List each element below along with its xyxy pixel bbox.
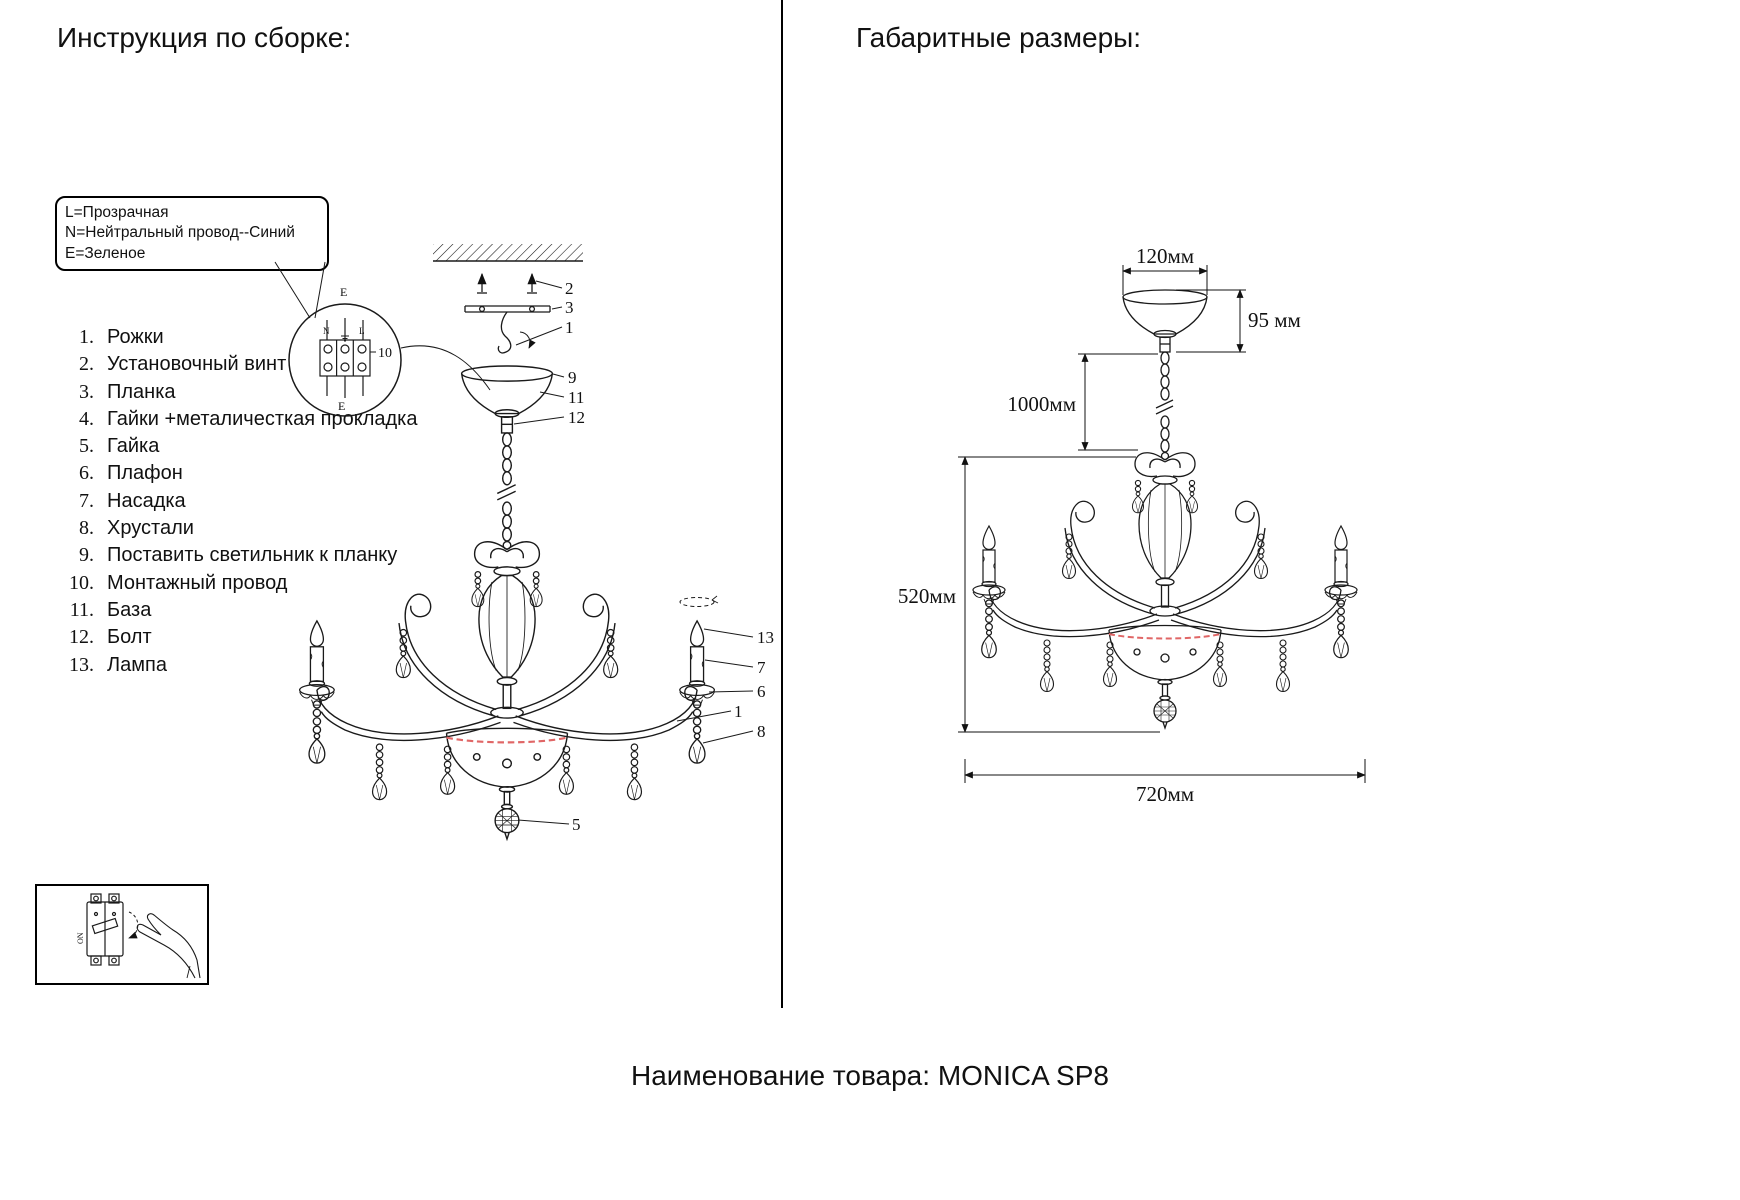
mounting-screws	[477, 272, 537, 294]
part-label: Болт	[107, 626, 152, 649]
product-name-label: Наименование товара: MONICA SP8	[631, 1060, 1109, 1091]
callout-bracket: 3	[565, 298, 574, 317]
list-item: 11. База	[58, 599, 418, 626]
part-number: 5.	[79, 435, 94, 458]
callout-shade: 6	[757, 682, 766, 701]
wire-label-live: L	[359, 326, 365, 336]
part-label: Установочный винт	[107, 353, 287, 376]
list-item: 9. Поставить светильник к планку	[58, 544, 418, 571]
part-number: 6.	[79, 462, 94, 485]
chandelier-drawing	[973, 290, 1357, 728]
hand-icon	[136, 913, 201, 979]
list-item: 12. Болт	[58, 626, 418, 653]
callout-screws: 2	[565, 279, 574, 298]
dim-chain-length: 1000мм	[1007, 392, 1076, 416]
part-label: Насадка	[107, 489, 186, 512]
list-item: 2. Установочный винт	[58, 353, 418, 380]
part-label: Плафон	[107, 462, 183, 485]
list-item: 8. Хрустали	[58, 517, 418, 544]
part-label: Рожки	[107, 326, 164, 348]
hook	[497, 311, 512, 354]
part-number: 9.	[79, 544, 94, 567]
part-number: 8.	[79, 517, 94, 540]
wiring-note-line2: N=Нейтральный провод--Синий	[65, 224, 295, 242]
wiring-detail-circle	[274, 261, 491, 417]
breaker-switch-label: ON	[76, 932, 85, 944]
list-item: 7. Насадка	[58, 490, 418, 517]
part-number: 7.	[79, 489, 94, 512]
parts-list: 1. Рожки 2. Установочный винт 3. Планка 4. Г…	[58, 326, 418, 681]
dim-canopy-height: 95 мм	[1248, 308, 1301, 332]
mounting-bracket	[464, 305, 551, 313]
assembly-diagram: 2 3 1 9 11 12 13 7 6 1 8 5 10 E N L E	[274, 244, 774, 900]
dim-canopy-width: 120мм	[1136, 244, 1194, 268]
chandelier-drawing	[300, 366, 715, 839]
list-item: 6. Плафон	[58, 462, 418, 489]
part-number: 1.	[79, 326, 94, 348]
callout-base: 11	[568, 388, 584, 407]
dimensions-diagram: 120мм 95 мм 1000мм 520мм 720мм	[898, 244, 1366, 806]
section-divider	[781, 0, 783, 1008]
wire-label-earth-bottom: E	[338, 399, 345, 413]
wire-label-earth-top: E	[340, 285, 347, 299]
dim-total-width: 720мм	[1136, 782, 1194, 806]
callout-nut: 5	[572, 815, 581, 834]
list-item: 5. Гайка	[58, 435, 418, 462]
callout-crystals: 8	[757, 722, 766, 741]
list-item: 10. Монтажный провод	[58, 572, 418, 599]
part-label: Хрустали	[107, 517, 194, 540]
part-label: База	[107, 598, 152, 621]
list-item: 4. Гайки +металичесткая прокладка	[58, 408, 418, 435]
part-number: 3.	[79, 380, 94, 403]
lamp-rotation-arrow	[679, 595, 719, 607]
part-label: Поставить светильник к планку	[107, 544, 398, 567]
breaker-inset: ON	[35, 884, 209, 985]
part-number: 11.	[69, 598, 94, 621]
part-label: Гайка	[107, 435, 160, 458]
wiring-note-box: L=Прозрачная N=Нейтральный провод--Синий…	[55, 196, 329, 272]
part-number: 4.	[79, 407, 94, 430]
assembly-title: Инструкция по сборке:	[57, 22, 352, 53]
dim-body-height: 520мм	[898, 584, 956, 608]
callout-bolt: 12	[568, 408, 585, 427]
list-item: 3. Планка	[58, 381, 418, 408]
callout-lamp: 13	[757, 628, 774, 647]
wiring-note-line3: E=Зеленое	[65, 244, 146, 262]
callout-sleeve: 7	[757, 658, 766, 677]
wiring-note-line1: L=Прозрачная	[65, 204, 169, 221]
part-label: Планка	[107, 380, 176, 403]
callout-hook: 1	[565, 318, 574, 337]
wire-label-neutral: N	[323, 326, 330, 336]
callout-arm: 1	[734, 702, 743, 721]
part-label: Монтажный провод	[107, 571, 288, 594]
part-number: 12.	[69, 626, 94, 649]
callout-mounting-wire: 10	[378, 346, 392, 361]
part-label: Гайки +металичесткая прокладка	[107, 407, 418, 430]
breaker-lever	[91, 917, 119, 935]
list-item: 13. Лампа	[58, 654, 418, 681]
callout-attach: 9	[568, 368, 577, 387]
part-number: 2.	[79, 353, 94, 376]
list-item: 1. Рожки	[58, 326, 418, 353]
part-number: 10.	[69, 571, 94, 594]
part-label: Лампа	[107, 653, 167, 676]
dimensions-title: Габаритные размеры:	[856, 22, 1142, 53]
part-number: 13.	[69, 653, 94, 676]
